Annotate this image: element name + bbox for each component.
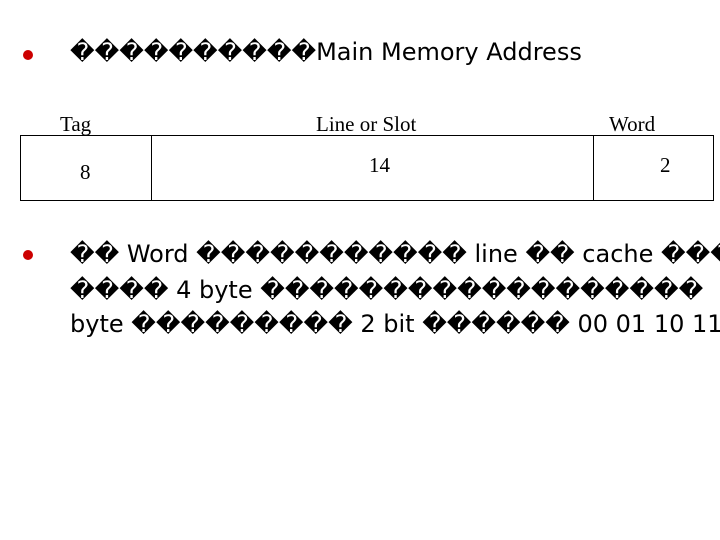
slide-heading: ����������Main Memory Address <box>70 38 582 66</box>
header-line-or-slot: Line or Slot <box>316 112 417 136</box>
address-field-table: 8 14 2 <box>20 135 714 201</box>
line-value: 14 <box>369 153 390 177</box>
tag-cell: 8 <box>21 136 152 200</box>
line-cell: 14 <box>152 136 594 200</box>
word-value: 2 <box>660 153 671 177</box>
bullet-icon <box>23 250 33 260</box>
paragraph-line-2: ���� 4 byte ������������������ <box>70 276 704 304</box>
header-word: Word <box>609 112 656 136</box>
header-tag: Tag <box>60 112 92 136</box>
bullet-icon <box>23 50 33 60</box>
word-cell: 2 <box>594 136 713 200</box>
paragraph-line-1: �� Word ����������� line �� cache ��� <box>70 240 720 268</box>
paragraph-line-3: byte ��������� 2 bit ������ 00 01 10 11 <box>70 310 720 338</box>
tag-value: 8 <box>80 160 91 184</box>
